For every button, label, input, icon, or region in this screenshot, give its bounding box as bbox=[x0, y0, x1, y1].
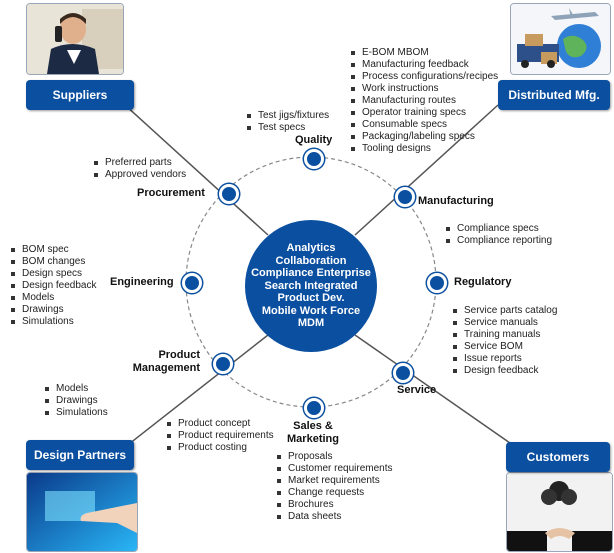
engineering-list: BOM spec BOM changes Design specs Design… bbox=[9, 244, 97, 328]
hub-line: Analytics bbox=[286, 242, 336, 255]
sales-marketing-label: Sales & Marketing bbox=[287, 420, 339, 445]
center-hub: Analytics Collaboration Compliance Enter… bbox=[245, 220, 377, 352]
customers-box: Customers bbox=[506, 442, 610, 472]
list-item: Product costing bbox=[165, 442, 274, 454]
list-item: Service parts catalog bbox=[451, 305, 557, 317]
manufacturing-list: E-BOM MBOM Manufacturing feedback Proces… bbox=[349, 47, 498, 155]
list-item: Models bbox=[43, 383, 108, 395]
procurement-list: Preferred parts Approved vendors bbox=[92, 157, 186, 181]
procurement-label: Procurement bbox=[137, 187, 205, 199]
manufacturing-label: Manufacturing bbox=[418, 195, 494, 207]
regulatory-label: Regulatory bbox=[454, 276, 512, 288]
list-item: Customer requirements bbox=[275, 463, 392, 475]
distributed-photo bbox=[510, 3, 611, 75]
list-item: Service manuals bbox=[451, 317, 557, 329]
design-partners-list: Models Drawings Simulations bbox=[43, 383, 108, 419]
list-item: Product requirements bbox=[165, 430, 274, 442]
list-item: Design specs bbox=[9, 268, 97, 280]
list-item: Proposals bbox=[275, 451, 392, 463]
design-partners-photo bbox=[26, 472, 138, 552]
sales-node bbox=[304, 398, 324, 418]
product-management-list: Product concept Product requirements Pro… bbox=[165, 418, 274, 454]
list-item: Simulations bbox=[43, 407, 108, 419]
engineering-label: Engineering bbox=[110, 276, 174, 288]
spoke-design-partners bbox=[114, 334, 269, 456]
product-mgmt-node bbox=[213, 354, 233, 374]
list-item: Issue reports bbox=[451, 353, 557, 365]
list-item: Product concept bbox=[165, 418, 274, 430]
engineering-node bbox=[182, 273, 202, 293]
list-item: Drawings bbox=[43, 395, 108, 407]
list-item: Test jigs/fixtures bbox=[245, 110, 329, 122]
product-management-label: Product Management bbox=[132, 349, 200, 374]
touchscreen-hand-icon bbox=[27, 473, 137, 551]
list-item: Packaging/labeling specs bbox=[349, 131, 498, 143]
list-item: Work instructions bbox=[349, 83, 498, 95]
regulatory-node bbox=[427, 273, 447, 293]
suppliers-photo bbox=[26, 3, 124, 75]
list-item: Design feedback bbox=[451, 365, 557, 377]
list-item: Operator training specs bbox=[349, 107, 498, 119]
list-item: Approved vendors bbox=[92, 169, 186, 181]
customers-photo bbox=[506, 472, 613, 552]
list-item: Compliance reporting bbox=[444, 235, 552, 247]
quality-label: Quality bbox=[295, 134, 333, 146]
quality-node bbox=[304, 149, 324, 169]
list-item: Design feedback bbox=[9, 280, 97, 292]
hub-line: Search Integrated bbox=[264, 279, 358, 292]
spoke-distributed bbox=[354, 104, 499, 236]
list-item: Service BOM bbox=[451, 341, 557, 353]
hub-line: Collaboration bbox=[275, 254, 347, 267]
businessman-phone-icon bbox=[27, 4, 123, 74]
list-item: Manufacturing feedback bbox=[349, 59, 498, 71]
list-item: Test specs bbox=[245, 122, 329, 134]
list-item: Brochures bbox=[275, 499, 392, 511]
globe-logistics-icon bbox=[511, 4, 610, 74]
quality-list: Test jigs/fixtures Test specs bbox=[245, 110, 329, 134]
hub-line: Mobile Work Force bbox=[261, 304, 361, 317]
list-item: Consumable specs bbox=[349, 119, 498, 131]
list-item: Simulations bbox=[9, 316, 97, 328]
handshake-icon bbox=[507, 473, 612, 551]
list-item: Manufacturing routes bbox=[349, 95, 498, 107]
procurement-node bbox=[219, 184, 239, 204]
service-node bbox=[393, 363, 413, 383]
hub-line: MDM bbox=[297, 317, 325, 330]
list-item: Drawings bbox=[9, 304, 97, 316]
list-item: Tooling designs bbox=[349, 143, 498, 155]
list-item: Compliance specs bbox=[444, 223, 552, 235]
suppliers-box: Suppliers bbox=[26, 80, 134, 110]
list-item: Training manuals bbox=[451, 329, 557, 341]
hub-line: Product Dev. bbox=[277, 292, 345, 305]
distributed-mfg-box: Distributed Mfg. bbox=[498, 80, 610, 110]
list-item: BOM spec bbox=[9, 244, 97, 256]
list-item: BOM changes bbox=[9, 256, 97, 268]
list-item: Preferred parts bbox=[92, 157, 186, 169]
regulatory-list: Compliance specs Compliance reporting bbox=[444, 223, 552, 247]
list-item: E-BOM MBOM bbox=[349, 47, 498, 59]
service-list: Service parts catalog Service manuals Tr… bbox=[451, 305, 557, 377]
list-item: Change requests bbox=[275, 487, 392, 499]
list-item: Process configurations/recipes bbox=[349, 71, 498, 83]
spoke-customers bbox=[354, 334, 521, 451]
list-item: Models bbox=[9, 292, 97, 304]
list-item: Data sheets bbox=[275, 511, 392, 523]
hub-line: Compliance Enterprise bbox=[251, 267, 371, 280]
manufacturing-node bbox=[395, 187, 415, 207]
service-label: Service bbox=[397, 384, 437, 396]
list-item: Market requirements bbox=[275, 475, 392, 487]
sales-marketing-list: Proposals Customer requirements Market r… bbox=[275, 451, 392, 523]
spoke-suppliers bbox=[124, 104, 269, 236]
design-partners-box: Design Partners bbox=[26, 440, 134, 470]
